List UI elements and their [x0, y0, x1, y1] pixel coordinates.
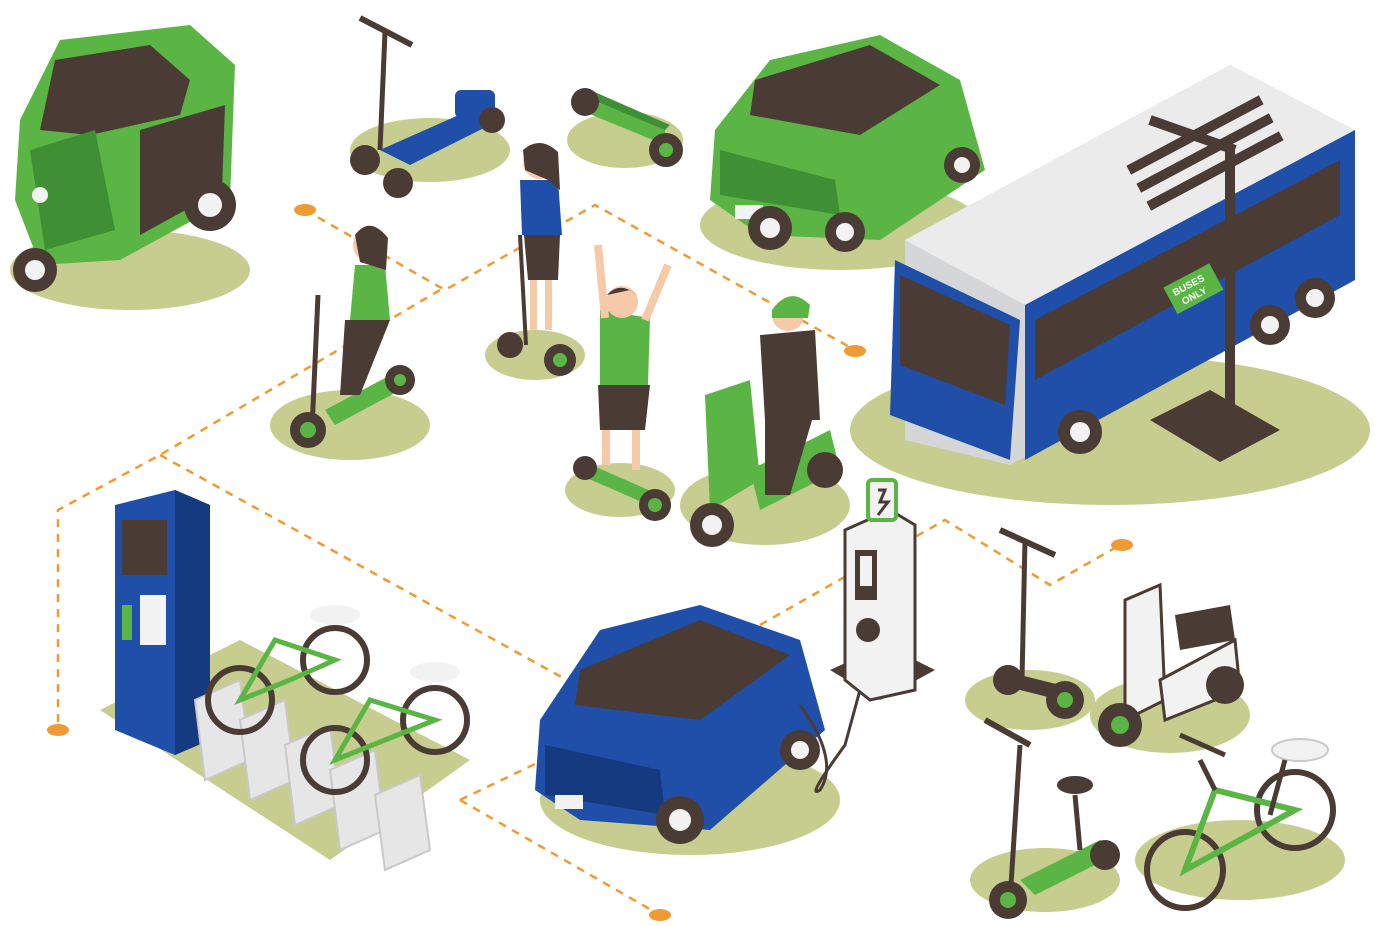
kick-scooter-icon	[350, 15, 510, 198]
electric-rickshaw-icon	[10, 25, 250, 310]
seated-scooter-rider-icon	[270, 225, 430, 460]
route-dot	[844, 345, 866, 357]
route-dot	[649, 909, 671, 921]
electric-moped-icon	[1090, 582, 1250, 753]
ev-charging-station-icon	[830, 478, 935, 702]
electric-bus-icon: BUSES ONLY	[850, 65, 1370, 505]
segway-icon	[965, 527, 1095, 730]
blue-electric-car-icon	[535, 605, 862, 855]
moped-rider-icon	[680, 296, 850, 547]
bike-sharing-station-icon	[100, 490, 470, 872]
route-dot	[1111, 539, 1133, 551]
route-dots	[47, 204, 1133, 921]
electric-bicycle-icon	[1135, 732, 1345, 911]
hoverboard-icon	[567, 88, 683, 168]
charging-pole-icon	[1148, 115, 1280, 462]
route-dot	[47, 724, 69, 736]
segway-rider-icon	[485, 142, 585, 380]
route-dot	[294, 204, 316, 216]
hoverboard-rider-icon	[565, 244, 675, 521]
seated-scooter-icon	[970, 717, 1120, 919]
